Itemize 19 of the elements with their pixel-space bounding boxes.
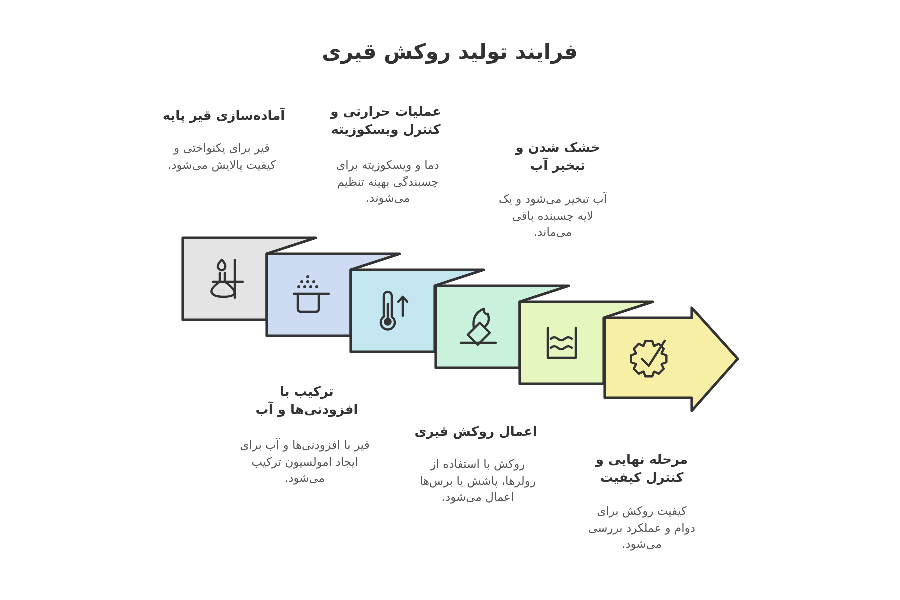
folded-panel <box>180 235 319 323</box>
folded-panel <box>433 283 572 371</box>
step-description: آب تبخیر می‌شود و یک لایه چسبنده باقی می‌ماند. <box>498 191 608 242</box>
folded-panel <box>517 299 656 387</box>
step-heading: خشک شدن و تبخیر آب <box>514 140 602 176</box>
step-description: قیر با افزودنی‌ها و آب برای ایجاد امولسیون ترکیب می‌شود. <box>239 437 371 488</box>
step-heading: ترکیب با افزودنی‌ها و آب <box>254 384 360 420</box>
diagram-title: فرایند تولید روکش قیری <box>322 40 578 64</box>
step-description: قیر برای یکنواختی و کیفیت پالایش می‌شود. <box>166 140 278 174</box>
arrow-panel <box>602 305 741 414</box>
step-heading: عملیات حرارتی و کنترل ویسکوزیته <box>329 104 442 140</box>
step-description: کیفیت روکش برای دوام و عملکرد بررسی می‌شود. <box>588 503 696 554</box>
step-heading: اعمال روکش قیری <box>414 424 538 442</box>
step-description: روکش با استفاده از رولرها، پاشش یا برس‌ها اعمال می‌شود. <box>418 456 538 506</box>
step-heading: آماده‌سازی قیر پایه <box>162 108 286 126</box>
step-description: دما و ویسکوزیته برای چسبندگی بهینه تنظیم می‌شوند. <box>336 157 440 208</box>
folded-panel <box>348 267 487 355</box>
step-heading: مرحله نهایی و کنترل کیفیت <box>594 452 690 488</box>
folded-panel <box>264 251 403 339</box>
